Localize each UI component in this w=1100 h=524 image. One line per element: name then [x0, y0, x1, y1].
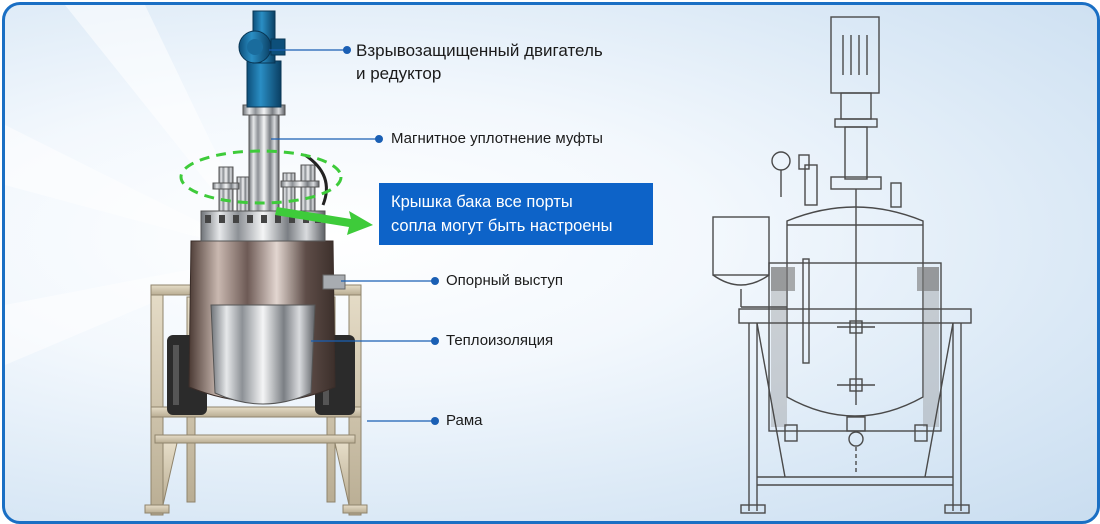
- label-frame: Рама: [446, 412, 483, 429]
- callout-arrow: [275, 207, 373, 235]
- coupling-column: [248, 112, 280, 212]
- callout-line1: Крышка бака все порты: [391, 193, 573, 211]
- reactor-photo: [144, 10, 373, 516]
- label-motor-line1: Взрывозащищенный двигатель: [356, 41, 603, 60]
- diagram-canvas: [5, 5, 972, 516]
- highlight-ellipse: [179, 149, 343, 205]
- technical-drawing: [712, 16, 972, 514]
- label-support-lug: Опорный выступ: [446, 272, 563, 289]
- support-lug: [322, 274, 346, 290]
- insulation-hatch: [771, 267, 939, 427]
- leader-lines: [269, 46, 439, 425]
- label-magnetic-seal: Магнитное уплотнение муфты: [391, 130, 603, 147]
- label-insulation: Теплоизоляция: [446, 332, 554, 349]
- lid-ports-callout: Крышка бака все порты сопла могут быть н…: [379, 183, 653, 245]
- callout-line2: сопла могут быть настроены: [391, 217, 613, 235]
- lid-hose: [304, 153, 328, 206]
- vessel-bottom: [210, 304, 316, 405]
- motor-assembly: [238, 10, 286, 108]
- label-motor-line2: и редуктор: [356, 64, 442, 83]
